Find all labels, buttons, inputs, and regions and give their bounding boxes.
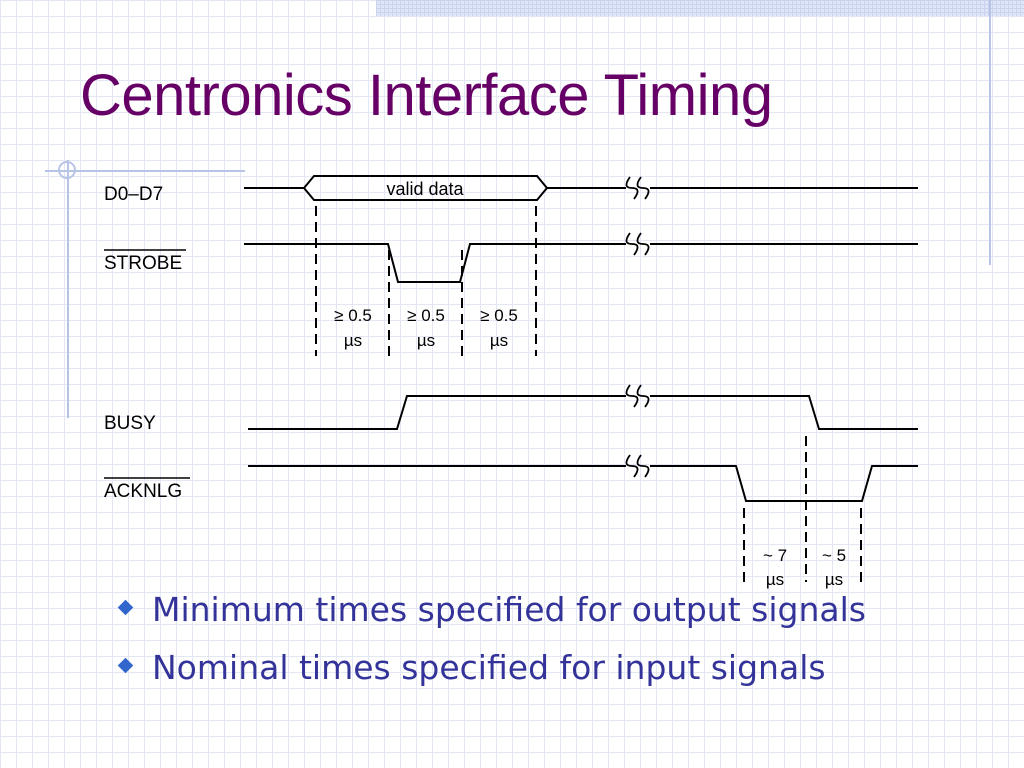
bullet-list: Minimum times specified for output signa… (117, 588, 866, 704)
timing-1-value: ≥ 0.5 (334, 306, 372, 325)
diamond-bullet-icon (117, 657, 134, 674)
valid-data-label: valid data (386, 179, 464, 199)
bullet-item: Nominal times specified for input signal… (117, 646, 866, 704)
busy-waveform (248, 395, 918, 430)
timing-3-value: ≥ 0.5 (480, 306, 518, 325)
strobe-waveform (244, 243, 918, 283)
timing-reference-lines (315, 206, 862, 582)
bullet-item: Minimum times specified for output signa… (117, 588, 866, 646)
timing-2-value: ≥ 0.5 (407, 306, 445, 325)
timing-3-unit: µs (490, 331, 508, 350)
decorative-vertical-rule-right (989, 0, 991, 265)
slide-title: Centronics Interface Timing (80, 63, 773, 128)
signal-label-d0-d7: D0–D7 (104, 184, 163, 205)
decorative-vertical-rule-left (67, 160, 69, 418)
signal-label-acknlg: ACKNLG (104, 481, 182, 502)
timing-2-unit: µs (417, 331, 435, 350)
decorative-circle (58, 161, 76, 179)
timing-1-unit: µs (344, 331, 362, 350)
timing-5-unit: µs (825, 570, 843, 589)
bullet-text: Minimum times specified for output signa… (152, 590, 866, 629)
acknlg-waveform (248, 465, 918, 502)
d0-d7-waveform (244, 175, 918, 201)
signal-label-strobe: STROBE (104, 253, 182, 274)
signal-label-busy: BUSY (104, 413, 156, 434)
timing-5-value: ~ 5 (822, 546, 846, 565)
timing-4-unit: µs (766, 570, 784, 589)
timing-4-value: ~ 7 (763, 546, 787, 565)
header-pattern-band (376, 0, 1024, 16)
bullet-text: Nominal times specified for input signal… (152, 648, 826, 687)
diamond-bullet-icon (117, 599, 134, 616)
decorative-horizontal-rule-left (45, 170, 245, 172)
time-break-marks (625, 176, 650, 478)
